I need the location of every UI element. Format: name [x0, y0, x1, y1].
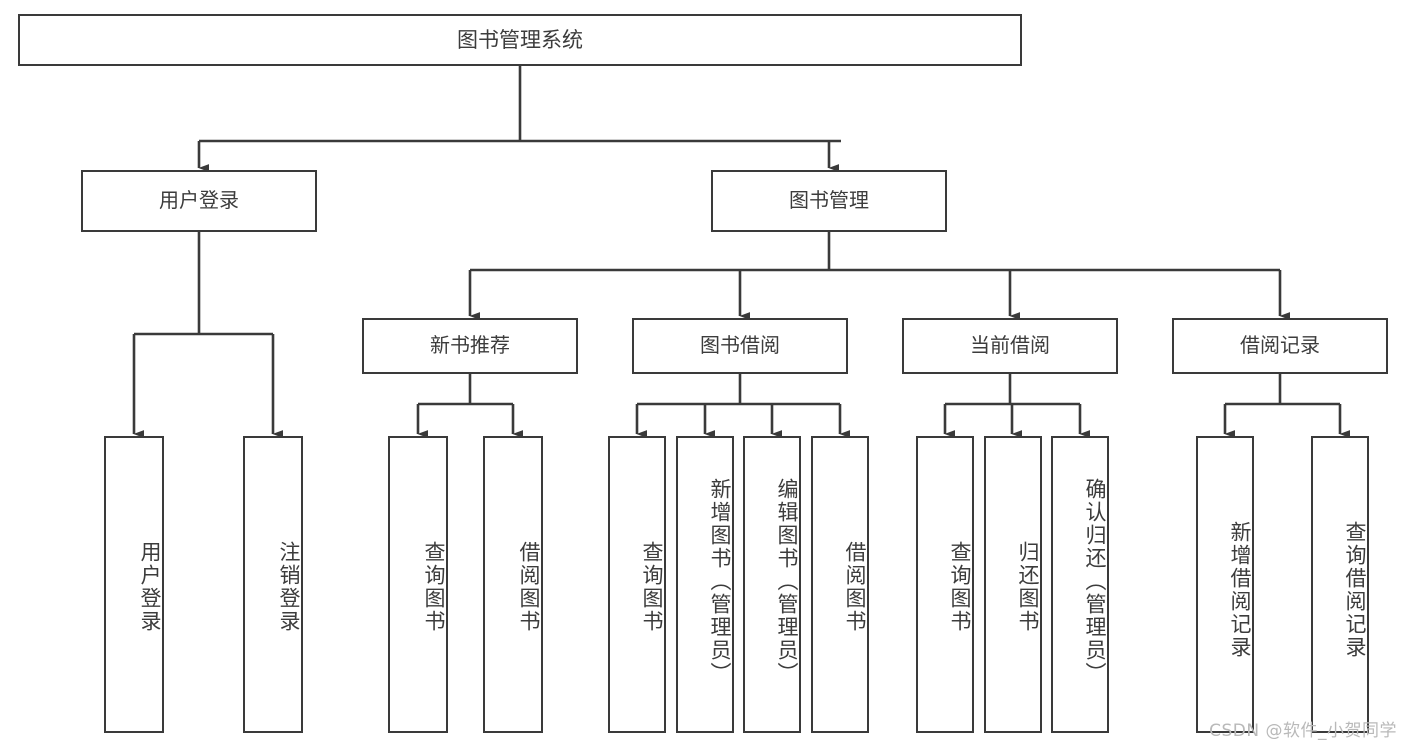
node-borrow-record[interactable]: 借阅记录 [1172, 318, 1388, 374]
node-leaf-query-book-1-label: 查询图书 [422, 540, 446, 633]
node-leaf-add-borrow-record[interactable]: 新增借阅记录 [1196, 436, 1254, 733]
node-leaf-confirm-return-admin[interactable]: 确认归还（管理员） [1051, 436, 1109, 733]
node-leaf-edit-book-admin[interactable]: 编辑图书（管理员） [743, 436, 801, 733]
node-leaf-query-borrow-record-label: 查询借阅记录 [1343, 520, 1367, 659]
node-leaf-borrow-book-2[interactable]: 借阅图书 [811, 436, 869, 733]
node-leaf-user-login-label: 用户登录 [138, 540, 162, 633]
node-current-borrow[interactable]: 当前借阅 [902, 318, 1118, 374]
node-leaf-edit-book-admin-label: 编辑图书（管理员） [775, 478, 799, 685]
node-leaf-return-book[interactable]: 归还图书 [984, 436, 1042, 733]
node-new-book-recommend[interactable]: 新书推荐 [362, 318, 578, 374]
node-leaf-borrow-book-1-label: 借阅图书 [517, 540, 541, 633]
node-leaf-query-book-3[interactable]: 查询图书 [916, 436, 974, 733]
node-leaf-borrow-book-2-label: 借阅图书 [843, 540, 867, 633]
node-book-borrow-label: 图书借阅 [700, 333, 780, 358]
node-new-book-recommend-label: 新书推荐 [430, 333, 510, 358]
node-user-login-label: 用户登录 [159, 188, 239, 213]
node-user-login[interactable]: 用户登录 [81, 170, 317, 232]
node-leaf-borrow-book-1[interactable]: 借阅图书 [483, 436, 543, 733]
node-leaf-confirm-return-admin-label: 确认归还（管理员） [1083, 478, 1107, 685]
node-book-manage-label: 图书管理 [789, 188, 869, 213]
node-leaf-add-book-admin[interactable]: 新增图书（管理员） [676, 436, 734, 733]
node-leaf-query-book-2[interactable]: 查询图书 [608, 436, 666, 733]
node-leaf-user-login[interactable]: 用户登录 [104, 436, 164, 733]
node-root[interactable]: 图书管理系统 [18, 14, 1022, 66]
node-leaf-query-book-3-label: 查询图书 [948, 540, 972, 633]
csdn-watermark: CSDN @软件_小贺同学 [1209, 721, 1397, 741]
node-book-borrow[interactable]: 图书借阅 [632, 318, 848, 374]
node-leaf-return-book-label: 归还图书 [1016, 540, 1040, 633]
node-current-borrow-label: 当前借阅 [970, 333, 1050, 358]
node-leaf-query-book-1[interactable]: 查询图书 [388, 436, 448, 733]
node-leaf-add-borrow-record-label: 新增借阅记录 [1228, 520, 1252, 659]
node-leaf-logout-login-label: 注销登录 [277, 540, 301, 633]
node-borrow-record-label: 借阅记录 [1240, 333, 1320, 358]
node-leaf-logout-login[interactable]: 注销登录 [243, 436, 303, 733]
node-leaf-query-book-2-label: 查询图书 [640, 540, 664, 633]
node-leaf-add-book-admin-label: 新增图书（管理员） [708, 478, 732, 685]
node-root-label: 图书管理系统 [457, 27, 583, 52]
node-book-manage[interactable]: 图书管理 [711, 170, 947, 232]
node-leaf-query-borrow-record[interactable]: 查询借阅记录 [1311, 436, 1369, 733]
